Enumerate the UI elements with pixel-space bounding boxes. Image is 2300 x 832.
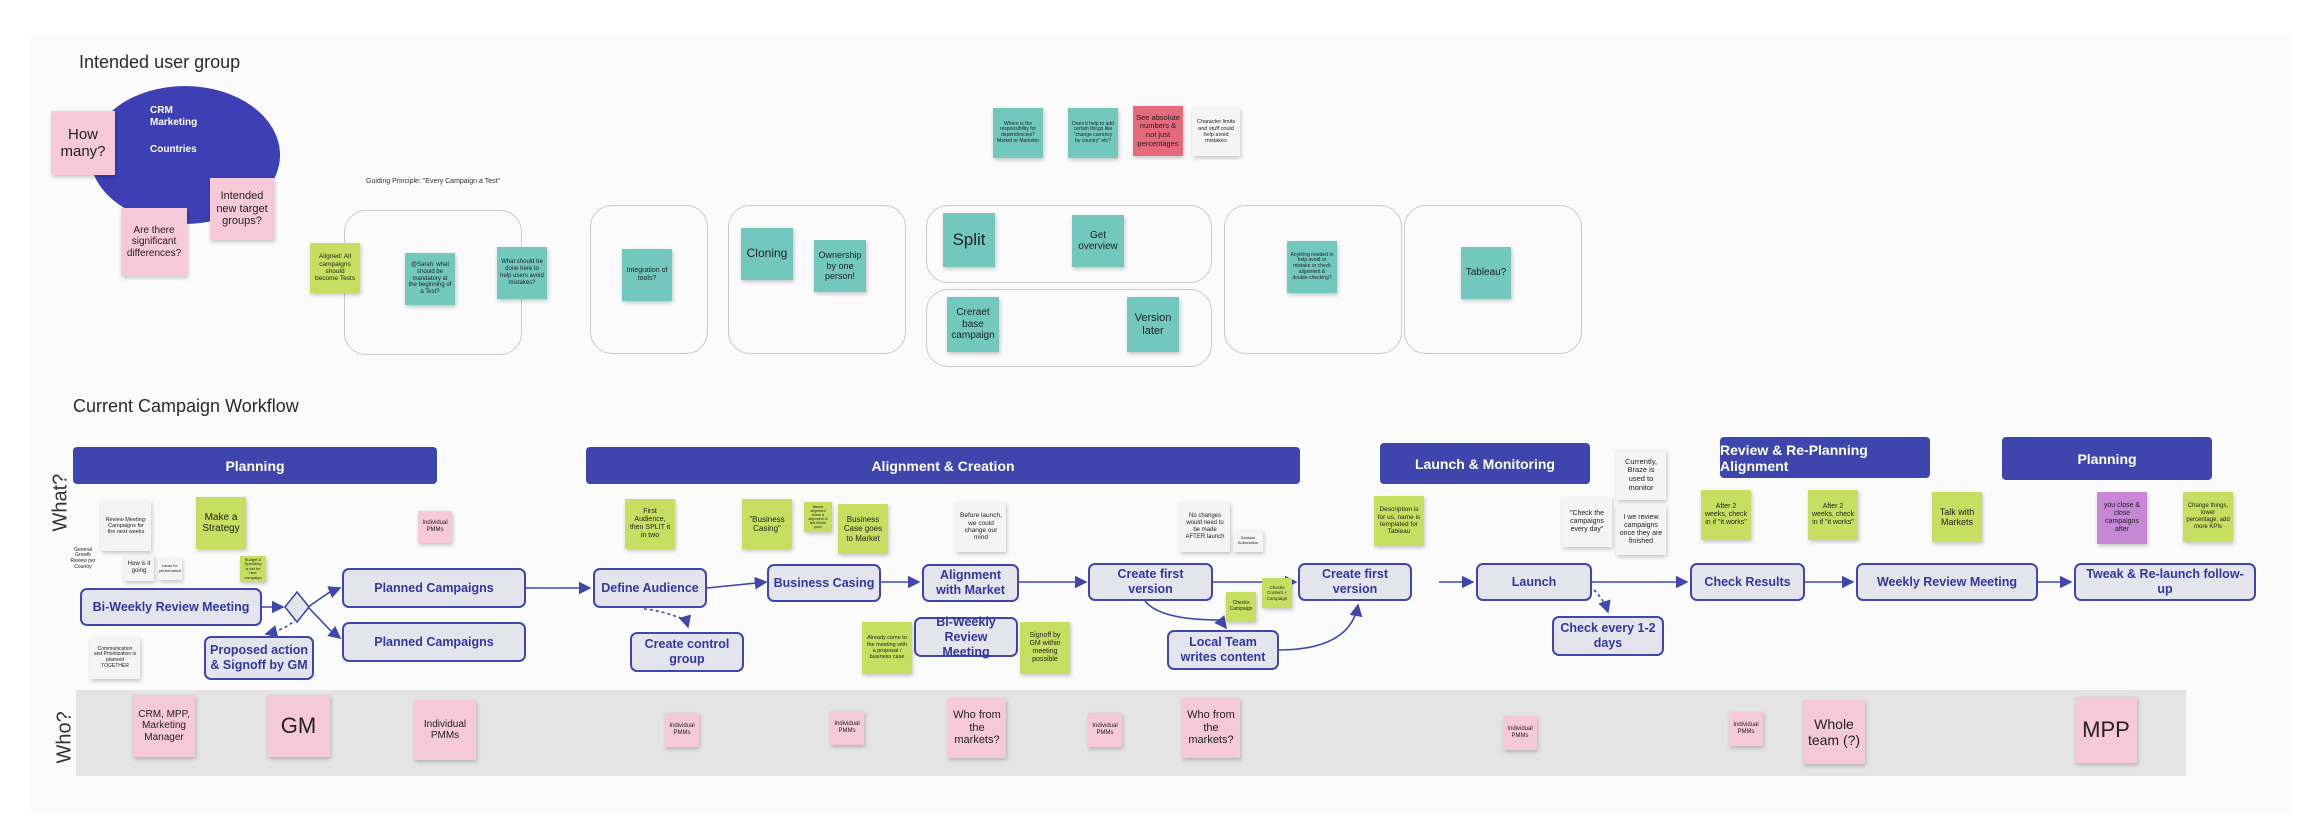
- node-launch[interactable]: Launch: [1476, 563, 1592, 601]
- idea-group-split: [926, 205, 1212, 283]
- node-tweak-relaunch[interactable]: Tweak & Re-launch follow-up: [2074, 563, 2256, 601]
- phase-launch-monitoring[interactable]: Launch & Monitoring: [1380, 443, 1590, 484]
- who-individual-pmms-3[interactable]: Individual PMMs: [830, 711, 864, 745]
- who-individual-pmms-6[interactable]: Individual PMMs: [1729, 712, 1763, 746]
- note-communication[interactable]: Communication and Prioritization is plan…: [90, 637, 140, 679]
- phase-planning-2[interactable]: Planning: [2002, 437, 2212, 480]
- idea-group-cloning: [728, 205, 906, 354]
- phase-alignment-creation[interactable]: Alignment & Creation: [586, 447, 1300, 484]
- note-business-casing-quote[interactable]: "Business Casing": [742, 499, 792, 549]
- sticky-integration-tools[interactable]: Integration of tools?: [622, 249, 672, 301]
- sticky-see-absolute-numbers[interactable]: See absolute numbers & not just percenta…: [1133, 106, 1183, 156]
- sticky-split[interactable]: Split: [943, 213, 995, 267]
- note-first-audience[interactable]: First Audience, then SPLIT it in two: [625, 499, 675, 549]
- sticky-get-overview[interactable]: Get overview: [1072, 215, 1124, 267]
- node-check-results[interactable]: Check Results: [1690, 563, 1805, 601]
- ellipse-countries: Countries: [150, 144, 197, 155]
- node-biweekly-review-2[interactable]: Bi-Weekly Review Meeting: [914, 615, 1018, 659]
- note-signoff-gm[interactable]: Signoff by GM within meeting possible: [1020, 622, 1070, 674]
- note-business-case-market[interactable]: Business Case goes to Market: [838, 504, 888, 554]
- ellipse-crm: CRM: [150, 105, 173, 116]
- who-whole-team[interactable]: Whole team (?): [1803, 700, 1865, 764]
- ellipse-marketing: Marketing: [150, 117, 198, 128]
- who-individual-pmms-4[interactable]: Individual PMMs: [1088, 713, 1122, 747]
- sticky-create-base-campaign[interactable]: Creraet base campaign: [947, 297, 999, 352]
- guiding-principle: Guiding Principle: "Every Campaign a Tes…: [366, 178, 501, 185]
- note-ideas-performance[interactable]: Ideas for performance: [158, 558, 182, 580]
- idea-group-integration: [590, 205, 708, 354]
- node-planned-campaigns-2[interactable]: Planned Campaigns: [342, 622, 526, 662]
- note-how-going[interactable]: How is it going: [124, 555, 154, 581]
- note-no-changes[interactable]: No changes would need to be made AFTER l…: [1180, 502, 1230, 552]
- who-markets-1[interactable]: Who from the markets?: [948, 698, 1006, 758]
- who-crm-mpp-manager[interactable]: CRM, MPP, Marketing Manager: [133, 695, 195, 757]
- node-planned-campaigns-1[interactable]: Planned Campaigns: [342, 568, 526, 608]
- node-create-control-group[interactable]: Create control group: [630, 632, 744, 672]
- who-individual-pmms-1[interactable]: Individual PMMs: [414, 700, 476, 760]
- who-individual-pmms-2[interactable]: Individual PMMs: [665, 713, 699, 747]
- note-description-tableau[interactable]: Description is for us, name is templated…: [1374, 496, 1424, 546]
- board-background: [30, 36, 2292, 812]
- node-define-audience[interactable]: Define Audience: [593, 568, 707, 608]
- note-braze-monitor[interactable]: Currently, Braze is used to monitor: [1616, 450, 1666, 500]
- who-gm[interactable]: GM: [267, 695, 330, 757]
- node-biweekly-review[interactable]: Bi-Weekly Review Meeting: [80, 588, 262, 626]
- node-proposed-action[interactable]: Proposed action & Signoff by GM: [204, 636, 314, 680]
- sticky-character-limits[interactable]: Character limits and stuff could help av…: [1192, 108, 1240, 156]
- phase-review-replanning[interactable]: Review & Re-Planning Alignment: [1720, 437, 1930, 478]
- who-mpp[interactable]: MPP: [2075, 697, 2137, 763]
- note-review-once-finished[interactable]: I we review campaigns once they are fini…: [1616, 505, 1666, 555]
- sticky-tableau[interactable]: Tableau?: [1461, 247, 1511, 299]
- note-after-two-weeks-b[interactable]: After 2 weeks, check in if "it works": [1808, 490, 1858, 540]
- sticky-how-many[interactable]: How many?: [51, 111, 115, 175]
- note-already-come[interactable]: Already come to the meeting with a propo…: [862, 622, 912, 674]
- node-local-team-writes-content[interactable]: Local Team writes content: [1167, 630, 1279, 670]
- note-change-things[interactable]: Change things, lower percentage, add mor…: [2183, 492, 2233, 542]
- decision-diamond: [283, 590, 311, 624]
- node-check-every-days[interactable]: Check every 1-2 days: [1552, 616, 1664, 656]
- node-business-casing[interactable]: Business Casing: [767, 564, 881, 602]
- note-market-alignment[interactable]: Market alignment check & alignment of te…: [804, 502, 832, 532]
- sticky-does-it-help[interactable]: Does it help to add certain things like …: [1068, 108, 1118, 158]
- intended-user-group-title: Intended user group: [79, 52, 241, 72]
- node-alignment-with-market[interactable]: Alignment with Market: [922, 564, 1019, 602]
- sticky-cloning[interactable]: Cloning: [741, 228, 793, 280]
- workflow-title: Current Campaign Workflow: [73, 396, 299, 416]
- sticky-new-target-groups[interactable]: Intended new target groups?: [210, 178, 274, 240]
- idea-group-tableau: [1404, 205, 1582, 354]
- sticky-ownership[interactable]: Ownership by one person!: [814, 240, 866, 292]
- sticky-what-should-be-done[interactable]: What should be done here to help users a…: [497, 247, 547, 299]
- note-close-campaigns[interactable]: you close & close campaigns after: [2097, 492, 2147, 544]
- who-markets-2[interactable]: Who from the markets?: [1182, 698, 1240, 758]
- node-create-first-version[interactable]: Create first version: [1088, 563, 1213, 601]
- note-general-growth: General Growth Review per Country: [70, 546, 96, 570]
- note-after-two-weeks-a[interactable]: After 2 weeks, check in if "it works": [1701, 490, 1751, 540]
- sticky-version-later[interactable]: Version later: [1127, 297, 1179, 352]
- sticky-sarah-mandatory[interactable]: @Sarah: what should be mandatory at the …: [405, 253, 455, 305]
- note-before-launch[interactable]: Before launch, we could change our mind: [956, 502, 1006, 552]
- node-weekly-review-meeting[interactable]: Weekly Review Meeting: [1856, 563, 2038, 601]
- phase-planning[interactable]: Planning: [73, 447, 437, 484]
- note-budget[interactable]: Budget & Spending is set for new campaig…: [240, 556, 266, 582]
- node-create-first-version-2[interactable]: Create first version: [1298, 563, 1412, 601]
- sticky-where-responsibility[interactable]: Where is the responsibility for dependen…: [993, 108, 1043, 158]
- idea-group-base: [926, 289, 1212, 367]
- note-individual-pmms-small[interactable]: Individual PMMs: [418, 511, 452, 543]
- sticky-aligned-tests[interactable]: Aligned: All campaigns should become Tes…: [310, 243, 360, 293]
- who-individual-pmms-5[interactable]: Individual PMMs: [1503, 716, 1537, 750]
- note-talk-markets[interactable]: Talk with Markets: [1932, 492, 1982, 542]
- note-checks-content[interactable]: Checks Content + Campaign: [1262, 578, 1292, 608]
- idea-group-alignment-check: [1224, 205, 1402, 354]
- note-make-strategy[interactable]: Make a Strategy: [196, 497, 246, 549]
- note-check-campaigns-daily[interactable]: "Check the campaigns every day": [1562, 497, 1612, 547]
- note-checks-campaign[interactable]: Checks Campaign: [1226, 592, 1256, 622]
- sticky-significant-differences[interactable]: Are there significant differences?: [121, 208, 187, 276]
- note-review-meeting[interactable]: Review Meeting: Campaigns for the next w…: [101, 501, 151, 551]
- note-session-automation[interactable]: Session Automation: [1233, 530, 1263, 552]
- sticky-anything-needed[interactable]: Anything needed to help avoid or mistake…: [1287, 241, 1337, 293]
